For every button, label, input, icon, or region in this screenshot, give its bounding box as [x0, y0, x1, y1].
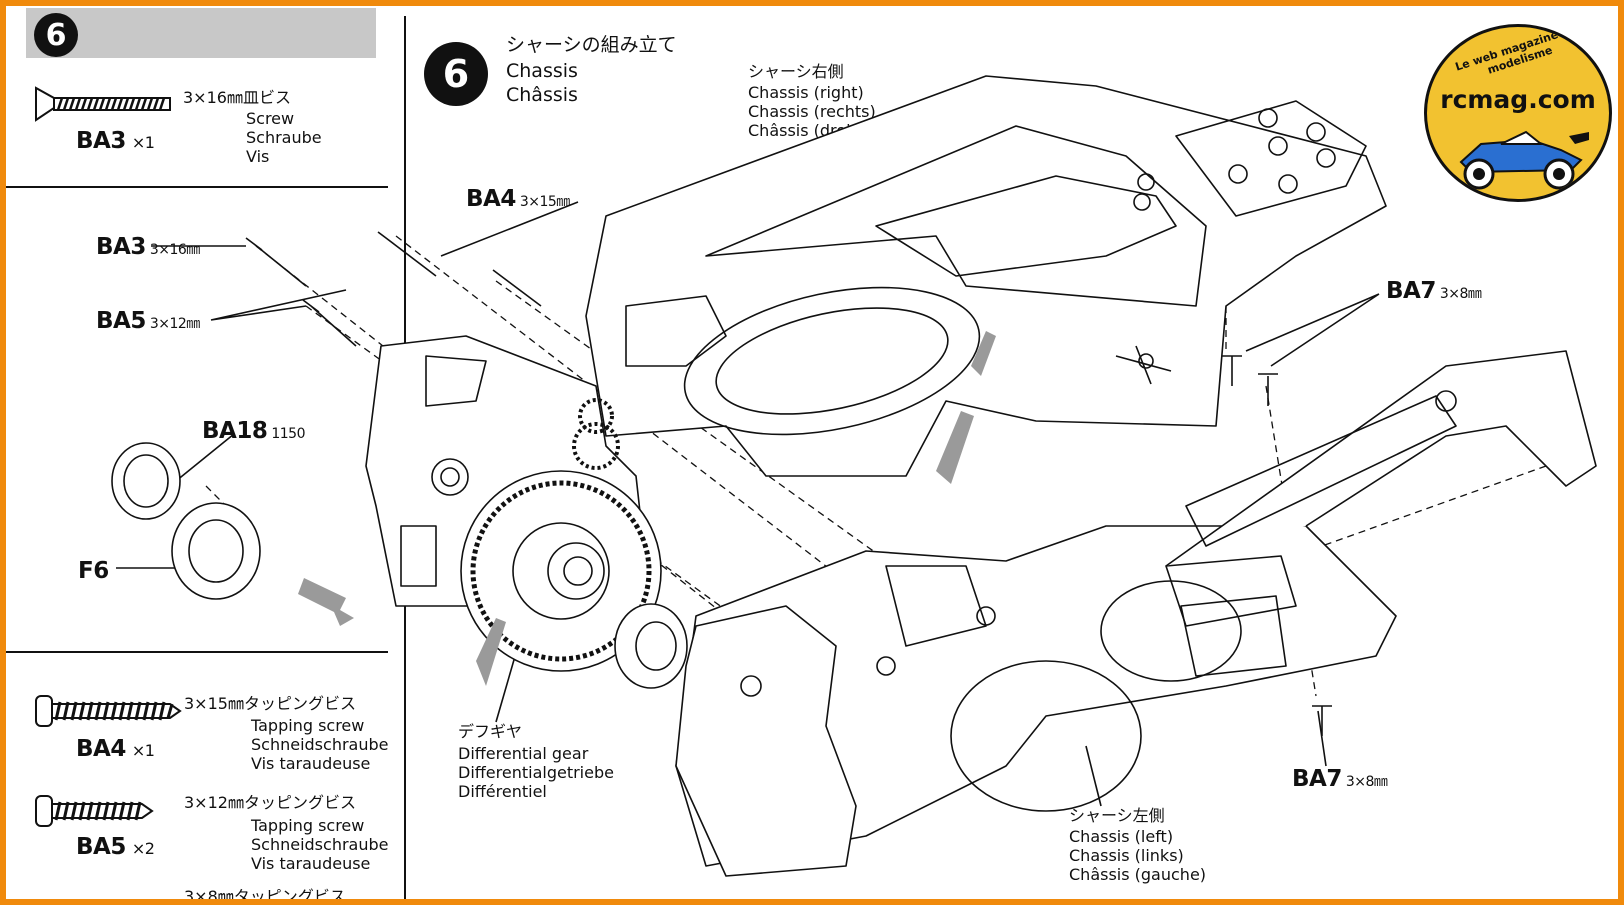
part-desc-ba5-de: Schneidschraube — [251, 835, 389, 854]
label-chassis-right-jp: シャーシ右側 — [748, 62, 844, 81]
rc-car-icon — [1459, 130, 1589, 190]
part-desc-ba4-en: Tapping screw — [251, 716, 365, 735]
watermark-logo: Le web magazine du modelisme rcmag.com — [1424, 24, 1612, 202]
step-number-badge: 6 — [34, 13, 78, 57]
tapping-screw-icon — [35, 695, 182, 727]
label-chassis-right-en: Chassis (right) — [748, 83, 864, 102]
part-code-ba3: BA3×1 — [76, 128, 155, 154]
watermark-name: rcmag.com — [1440, 85, 1596, 114]
parts-panel: 6 BA3×1 3×16㎜皿ビス Screw Schraube Vis — [6, 6, 396, 899]
part-desc-ba5-en: Tapping screw — [251, 816, 365, 835]
callout-f6: F6 — [78, 558, 109, 584]
tapping-screw-icon — [35, 795, 154, 827]
main-title-fr: Châssis — [506, 84, 578, 106]
part-code-ba4: BA4×1 — [76, 736, 155, 762]
label-chassis-left-fr: Châssis (gauche) — [1069, 865, 1207, 884]
label-chassis-right-de: Chassis (rechts) — [748, 102, 876, 121]
part-desc-ba3-fr: Vis — [246, 147, 270, 166]
label-diff-gear-jp: デフギヤ — [458, 722, 523, 741]
label-chassis-left-en: Chassis (left) — [1069, 827, 1174, 846]
flat-screw-icon — [35, 86, 171, 122]
part-desc-ba3-en: Screw — [246, 109, 295, 128]
label-chassis-left-jp: シャーシ左側 — [1069, 806, 1165, 825]
main-title-en: Chassis — [506, 60, 578, 82]
part-desc-ba4-de: Schneidschraube — [251, 735, 389, 754]
label-diff-gear-de: Differentialgetriebe — [458, 763, 614, 782]
chassis-exploded-drawing — [111, 75, 1597, 877]
part-desc-jp-ba3: 3×16㎜皿ビス — [183, 88, 291, 107]
part-desc-cutoff: 3×8㎜タッピングビス — [184, 887, 346, 905]
part-code-ba5: BA5×2 — [76, 834, 155, 860]
step-number-circle: 6 — [424, 42, 488, 106]
part-desc-ba4-fr: Vis taraudeuse — [251, 754, 371, 773]
part-desc-jp-ba4: 3×15㎜タッピングビス — [184, 694, 356, 713]
label-diff-gear-en: Differential gear — [458, 744, 589, 763]
part-desc-ba5-fr: Vis taraudeuse — [251, 854, 371, 873]
main-title-jp: シャーシの組み立て — [506, 34, 677, 56]
label-chassis-left-de: Chassis (links) — [1069, 846, 1184, 865]
part-desc-ba3-de: Schraube — [246, 128, 322, 147]
part-desc-jp-ba5: 3×12㎜タッピングビス — [184, 793, 356, 812]
step-header-bar — [26, 8, 376, 58]
panel-divider — [6, 186, 388, 188]
panel-divider — [6, 651, 388, 653]
label-diff-gear-fr: Différentiel — [458, 782, 547, 801]
